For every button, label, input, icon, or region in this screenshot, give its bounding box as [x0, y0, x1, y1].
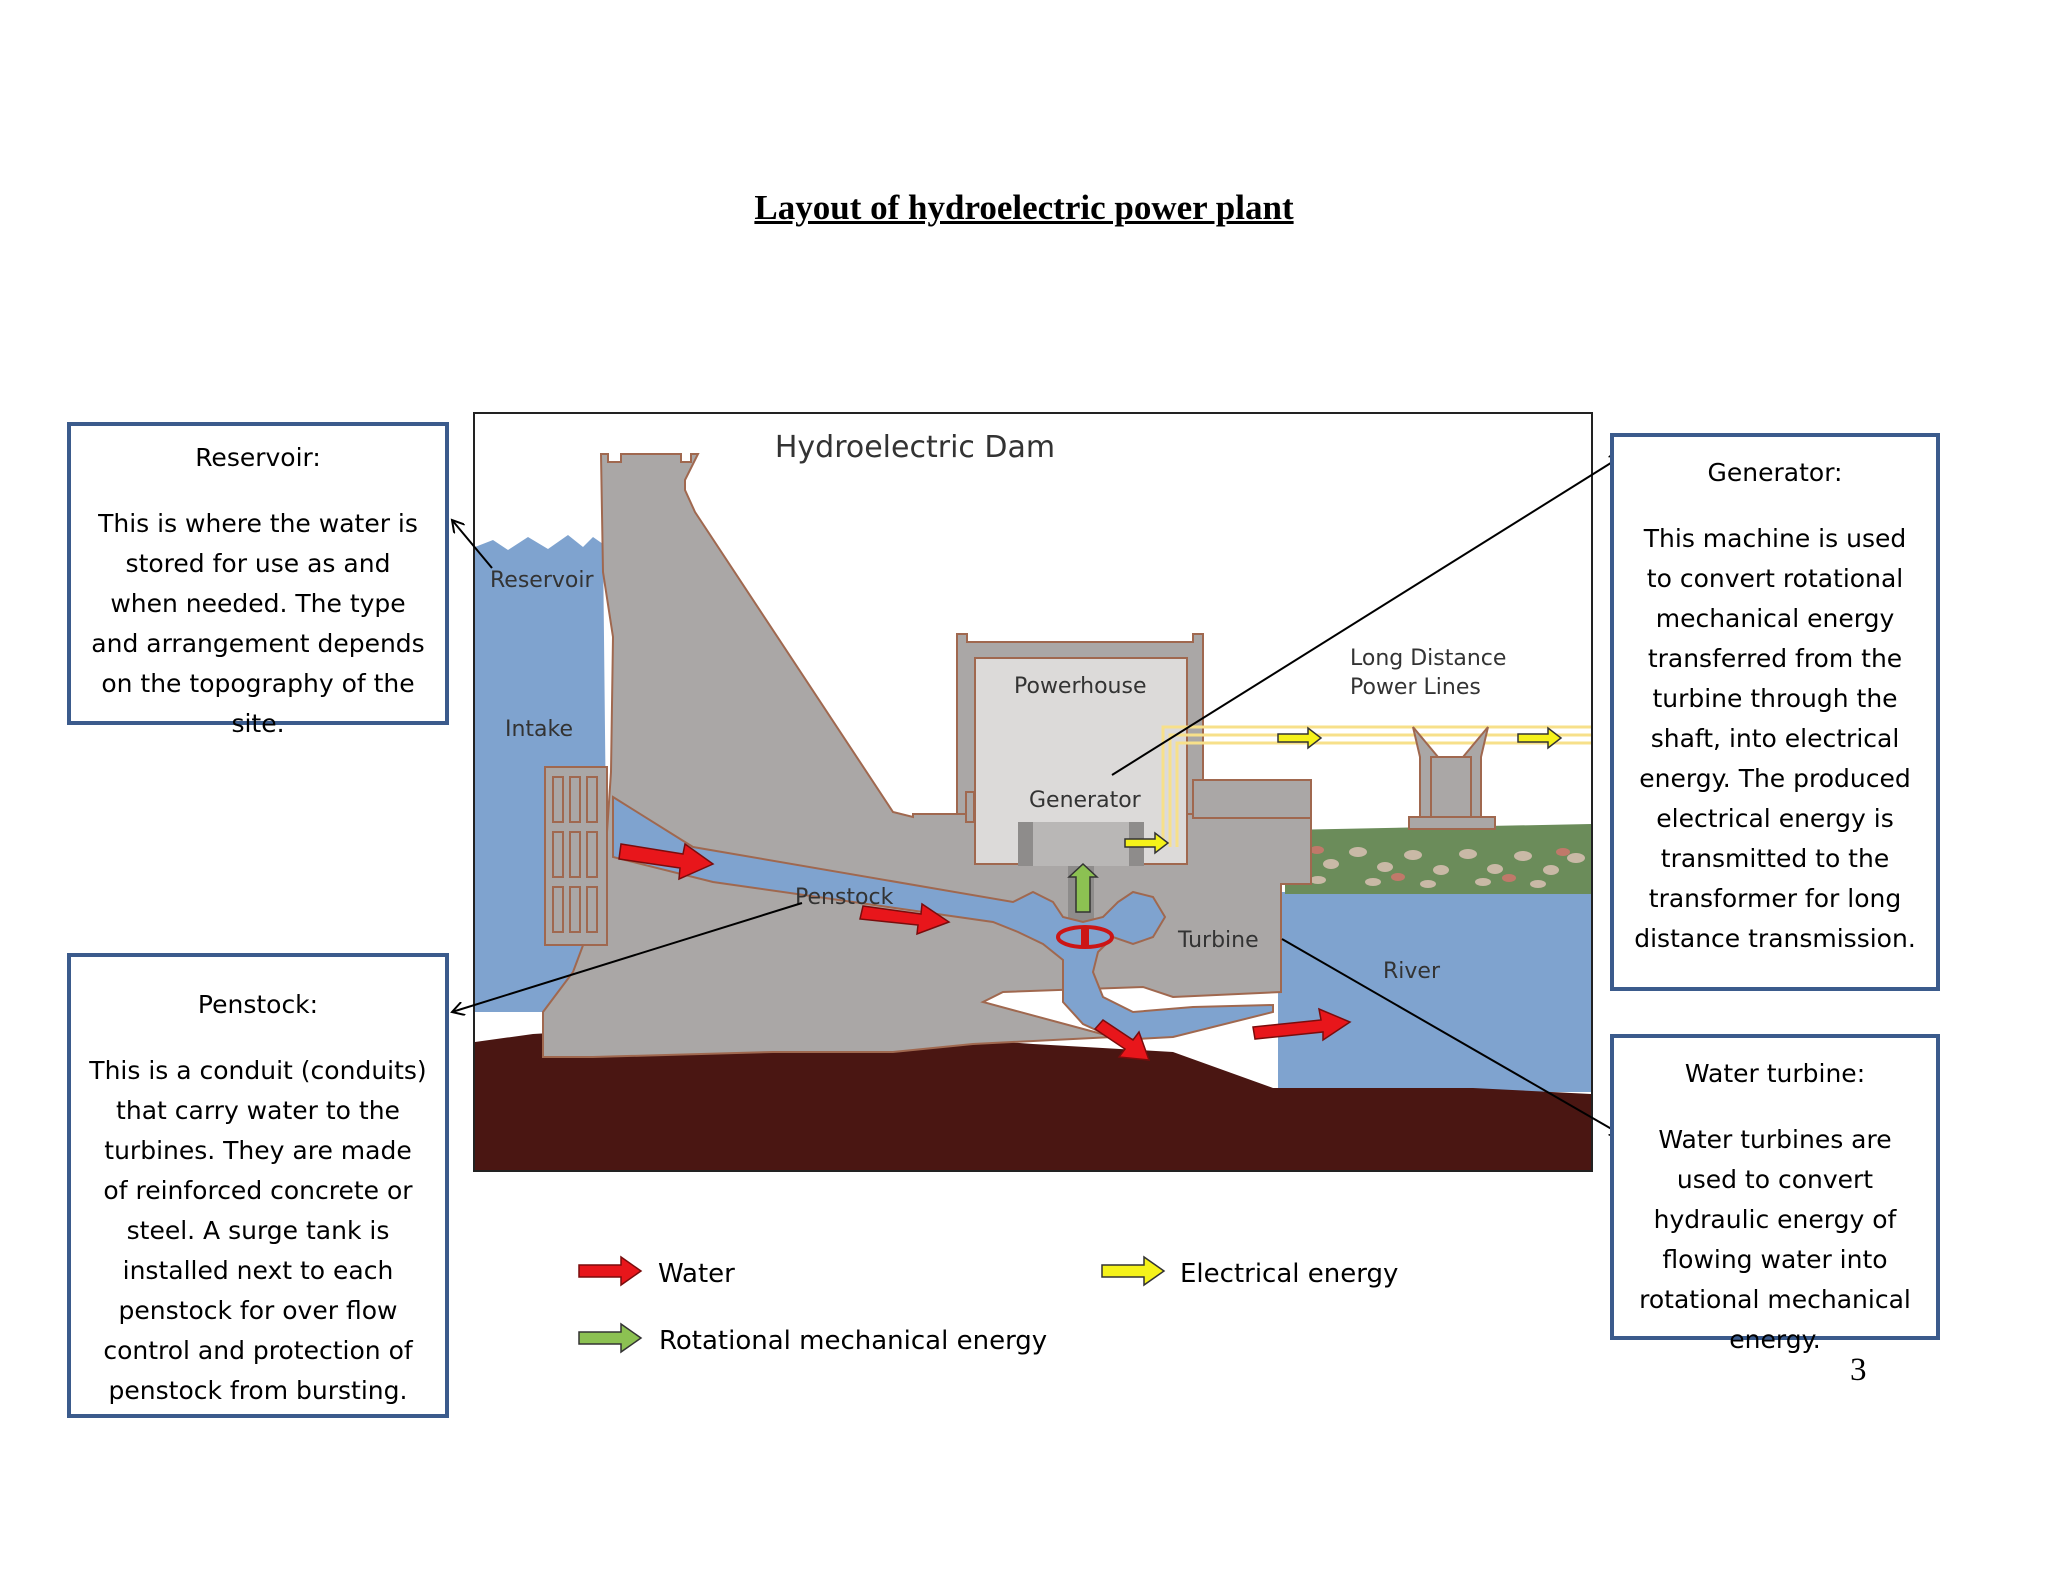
page-title: Layout of hydroelectric power plant [754, 188, 1294, 227]
label-turbine: Turbine [1177, 928, 1259, 953]
label-generator: Generator [1029, 788, 1142, 813]
leader-generator [1111, 456, 1622, 776]
leader-penstock [452, 902, 803, 1012]
power-lines [1161, 725, 1591, 847]
legend-electrical-label: Electrical energy [1180, 1259, 1399, 1289]
reservoir-callout-body: This is where the water is stored for us… [91, 509, 425, 738]
leader-reservoir [452, 520, 493, 569]
reservoir-callout-title: Reservoir: [195, 443, 321, 472]
transformer-tower [1408, 726, 1496, 830]
legend-rotational-arrow-icon [578, 1322, 643, 1354]
reservoir-callout: Reservoir: This is where the water is st… [67, 422, 449, 738]
penstock-callout-title: Penstock: [197, 990, 319, 1019]
legend-electrical-arrow-icon [1101, 1255, 1166, 1287]
turbine-callout-body: Water turbines are used to convert hydra… [1639, 1125, 1911, 1354]
river-water [1278, 892, 1591, 1092]
label-intake: Intake [505, 717, 573, 742]
generator-callout-title: Generator: [1707, 458, 1843, 487]
label-powerhouse: Powerhouse [1014, 674, 1146, 699]
penstock-channel [612, 795, 1274, 1042]
rotational-arrow [1067, 862, 1099, 913]
label-power-lines-2: Power Lines [1350, 675, 1481, 700]
penstock-callout: Penstock: This is a conduit (conduits) t… [67, 953, 449, 1418]
generator-callout-body: This machine is used to convert rotation… [1634, 524, 1916, 953]
water-arrows [618, 842, 1352, 1061]
penstock-callout-body: This is a conduit (conduits) that carry … [89, 1056, 427, 1405]
diagram-title: Hydroelectric Dam [775, 430, 1055, 465]
turbine-callout-title: Water turbine: [1684, 1059, 1866, 1088]
hydroelectric-dam-diagram: Hydroelectric Dam Reservoir Intake Power… [473, 412, 1593, 1172]
label-penstock: Penstock [795, 885, 894, 910]
page-number: 3 [1850, 1352, 1867, 1388]
legend-rotational-label: Rotational mechanical energy [659, 1326, 1048, 1356]
turbine-callout: Water turbine: Water turbines are used t… [1610, 1034, 1940, 1354]
leader-turbine [1281, 938, 1622, 1135]
label-reservoir: Reservoir [490, 568, 594, 593]
label-power-lines-1: Long Distance [1350, 646, 1506, 671]
generator-callout: Generator: This machine is used to conve… [1610, 433, 1940, 991]
legend-water-arrow-icon [578, 1255, 643, 1287]
river-stones-red [1310, 846, 1570, 882]
ground [475, 1030, 1591, 1170]
legend-water-label: Water [658, 1259, 735, 1289]
label-river: River [1383, 959, 1441, 984]
electrical-arrows [1124, 726, 1563, 855]
